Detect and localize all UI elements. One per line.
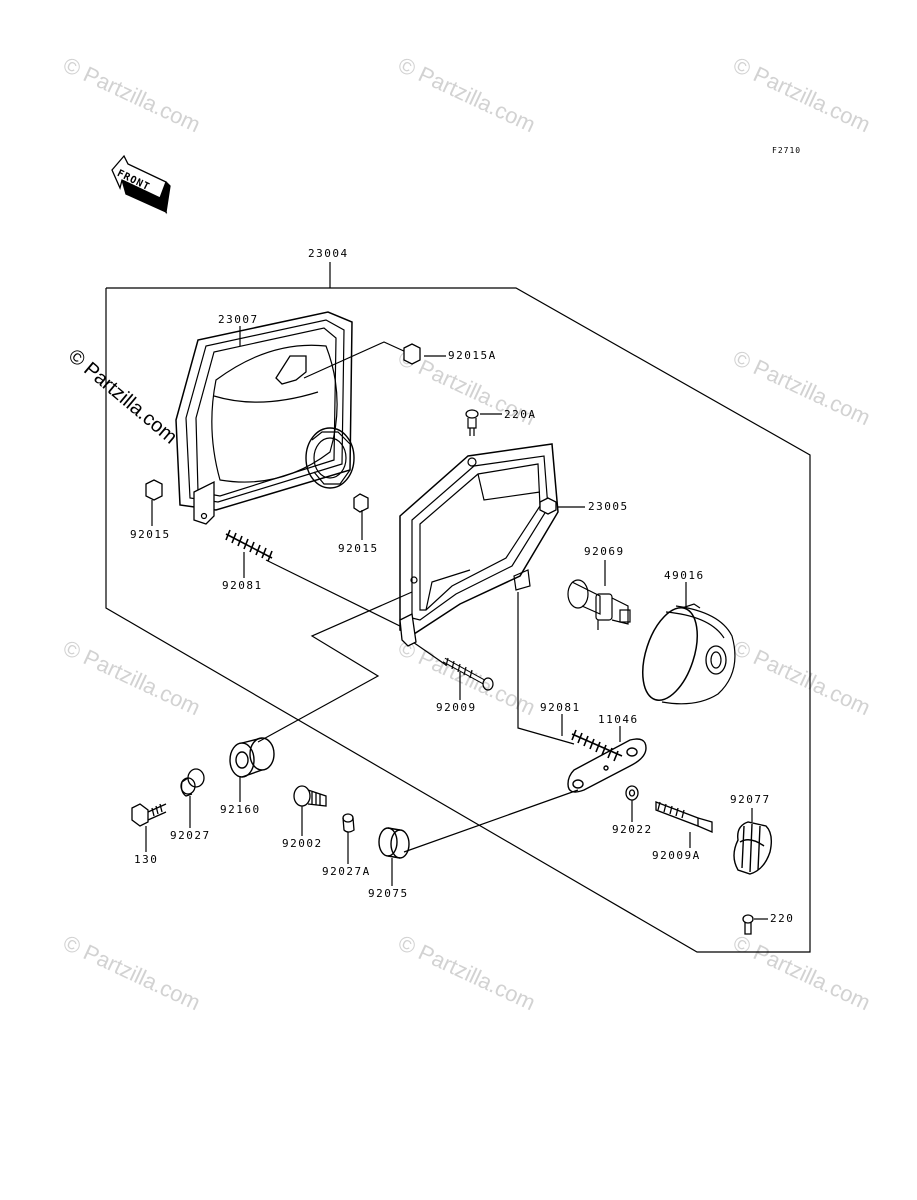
rubber-cover-49016 [642,603,736,705]
diagram-code: F2710 [772,146,802,155]
leader-line [409,639,447,666]
spring-92081-left [225,529,273,562]
part-label-11046[interactable]: 11046 [598,713,639,726]
clip-nut-92015-mid [353,493,369,513]
grommet-92160 [229,737,275,778]
part-label-92009A[interactable]: 92009A [652,849,701,862]
spring-92081-right [571,729,623,762]
screw-220 [742,914,754,935]
part-label-92015-left[interactable]: 92015 [130,528,171,541]
leader-line [257,591,413,743]
part-label-49016[interactable]: 49016 [664,569,705,582]
leader-line [265,559,413,633]
collar-92027A [342,813,355,833]
collar-92027 [180,768,205,797]
part-label-23004[interactable]: 23004 [308,247,349,260]
part-label-23005[interactable]: 23005 [588,500,629,513]
bolt-92009 [442,657,494,691]
assembly-outline [105,287,811,953]
part-label-92015-mid[interactable]: 92015 [338,542,379,555]
bolt-130 [131,803,167,827]
part-label-220A[interactable]: 220A [504,408,537,421]
headlight-unit [175,311,355,525]
screw-92002 [293,785,327,807]
part-label-92027[interactable]: 92027 [170,829,211,842]
part-label-92015A[interactable]: 92015A [448,349,497,362]
grommet-92075 [378,827,410,859]
headlight-frame [399,443,559,647]
part-label-92069[interactable]: 92069 [584,545,625,558]
leader-line [517,592,575,745]
part-label-92081-left[interactable]: 92081 [222,579,263,592]
part-label-23007[interactable]: 23007 [218,313,259,326]
part-label-92022[interactable]: 92022 [612,823,653,836]
bulb-92069 [567,579,631,630]
leader-line [303,341,407,379]
part-label-92002[interactable]: 92002 [282,837,323,850]
part-label-92009[interactable]: 92009 [436,701,477,714]
part-label-92077[interactable]: 92077 [730,793,771,806]
clip-nut-92015-left [145,479,163,501]
part-label-92027A[interactable]: 92027A [322,865,371,878]
leader-line [403,789,579,853]
bolt-92009A [655,801,713,833]
part-label-220[interactable]: 220 [770,912,795,925]
knob-92077 [733,821,773,875]
screw-220A [465,409,479,436]
part-label-92075[interactable]: 92075 [368,887,409,900]
washer-92022 [625,785,639,801]
part-label-92160[interactable]: 92160 [220,803,261,816]
part-label-130[interactable]: 130 [134,853,159,866]
part-label-92081-right[interactable]: 92081 [540,701,581,714]
front-arrow-icon [111,154,171,215]
bracket-11046 [567,738,647,793]
clip-nut-92015A [403,343,421,365]
